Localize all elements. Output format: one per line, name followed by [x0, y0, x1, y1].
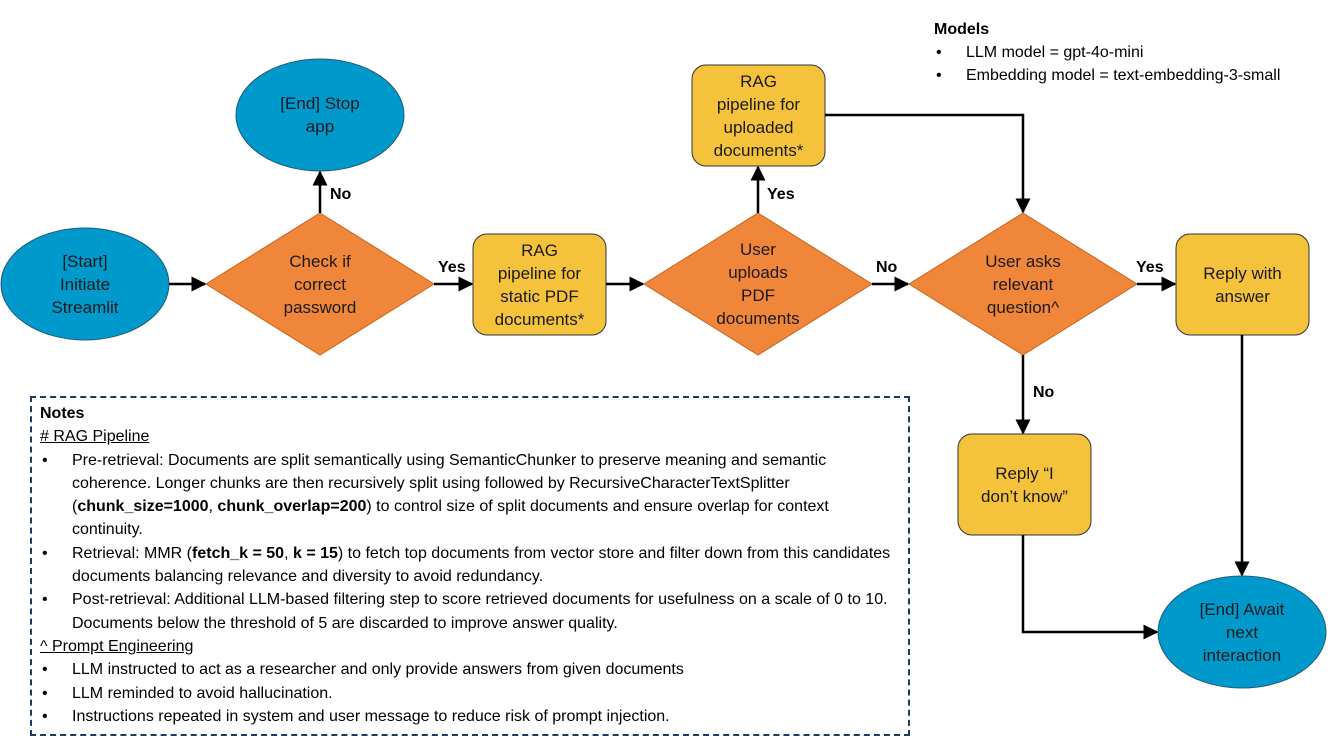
- notes-prompt-heading: ^ Prompt Engineering: [40, 637, 194, 655]
- rag-static-label: RAG pipeline for static PDF documents*: [494, 240, 585, 329]
- user-uploads-label: User uploads PDF documents: [716, 240, 800, 328]
- notes-prompt-item: LLM reminded to avoid hallucination.: [40, 682, 900, 706]
- edge-label-uploads-yes: Yes: [767, 186, 795, 203]
- edge-rag-uploaded-to-asks: [825, 113, 1031, 214]
- notes-panel: Notes # RAG Pipeline Pre-retrieval: Docu…: [30, 396, 910, 736]
- retrieval-text-a: Retrieval: MMR (: [72, 544, 193, 562]
- models-list: LLM model = gpt-4o-mini Embedding model …: [934, 41, 1280, 87]
- check-password-decision: [205, 212, 435, 356]
- retrieval-text-c: ) to fetch top documents from vector sto…: [72, 544, 891, 586]
- models-item-embedding: Embedding model = text-embedding-3-small: [934, 64, 1280, 87]
- retrieval-sep: ,: [284, 544, 293, 562]
- notes-rag-list: Pre-retrieval: Documents are split seman…: [40, 449, 900, 635]
- edge-label-check-no: No: [330, 186, 352, 203]
- notes-title: Notes: [40, 405, 85, 422]
- models-title: Models: [934, 21, 990, 38]
- user-asks-label: User asks relevant question^: [985, 251, 1061, 317]
- end-stop-label: [End] Stop app: [280, 94, 360, 136]
- edge-label-uploads-no: No: [876, 259, 898, 276]
- start-label: [Start] Initiate Streamlit: [51, 251, 119, 317]
- notes-post-retrieval: Post-retrieval: Additional LLM-based fil…: [40, 588, 900, 635]
- edge-label-asks-yes: Yes: [1136, 259, 1164, 276]
- rag-uploaded-label: RAG pipeline for uploaded documents*: [713, 71, 804, 160]
- notes-prompt-item: LLM instructed to act as a researcher an…: [40, 658, 900, 682]
- pre-retrieval-chunk-overlap: chunk_overlap=200: [217, 498, 367, 516]
- end-await-label: [End] Await next interaction: [1199, 599, 1285, 665]
- edge-dont-know-to-end: [1021, 535, 1159, 640]
- user-uploads-decision: [643, 212, 873, 356]
- reply-dont-know-label: Reply “I don’t know”: [981, 463, 1068, 506]
- notes-pre-retrieval: Pre-retrieval: Documents are split seman…: [40, 449, 900, 542]
- pre-retrieval-text-c: ) to control size of split documents and…: [72, 498, 829, 539]
- notes-prompt-list: LLM instructed to act as a researcher an…: [40, 658, 900, 728]
- retrieval-fetch-k: fetch_k = 50: [192, 544, 285, 562]
- edge-label-asks-no: No: [1033, 384, 1055, 401]
- notes-prompt-item: Instructions repeated in system and user…: [40, 705, 900, 729]
- notes-rag-heading: # RAG Pipeline: [40, 428, 150, 446]
- models-item-llm: LLM model = gpt-4o-mini: [934, 41, 1280, 64]
- check-password-label: Check if correct password: [283, 251, 357, 317]
- notes-retrieval: Retrieval: MMR (fetch_k = 50, k = 15) to…: [40, 542, 900, 589]
- edge-label-check-yes: Yes: [438, 259, 466, 276]
- models-panel: Models LLM model = gpt-4o-mini Embedding…: [934, 18, 1280, 87]
- pre-retrieval-chunk-size: chunk_size=1000: [77, 498, 209, 516]
- pre-retrieval-sep: ,: [208, 498, 218, 516]
- reply-answer-label: Reply with answer: [1203, 263, 1282, 306]
- pre-retrieval-text-a: Pre-retrieval: Documents are split seman…: [72, 451, 827, 516]
- retrieval-k: k = 15: [292, 544, 338, 562]
